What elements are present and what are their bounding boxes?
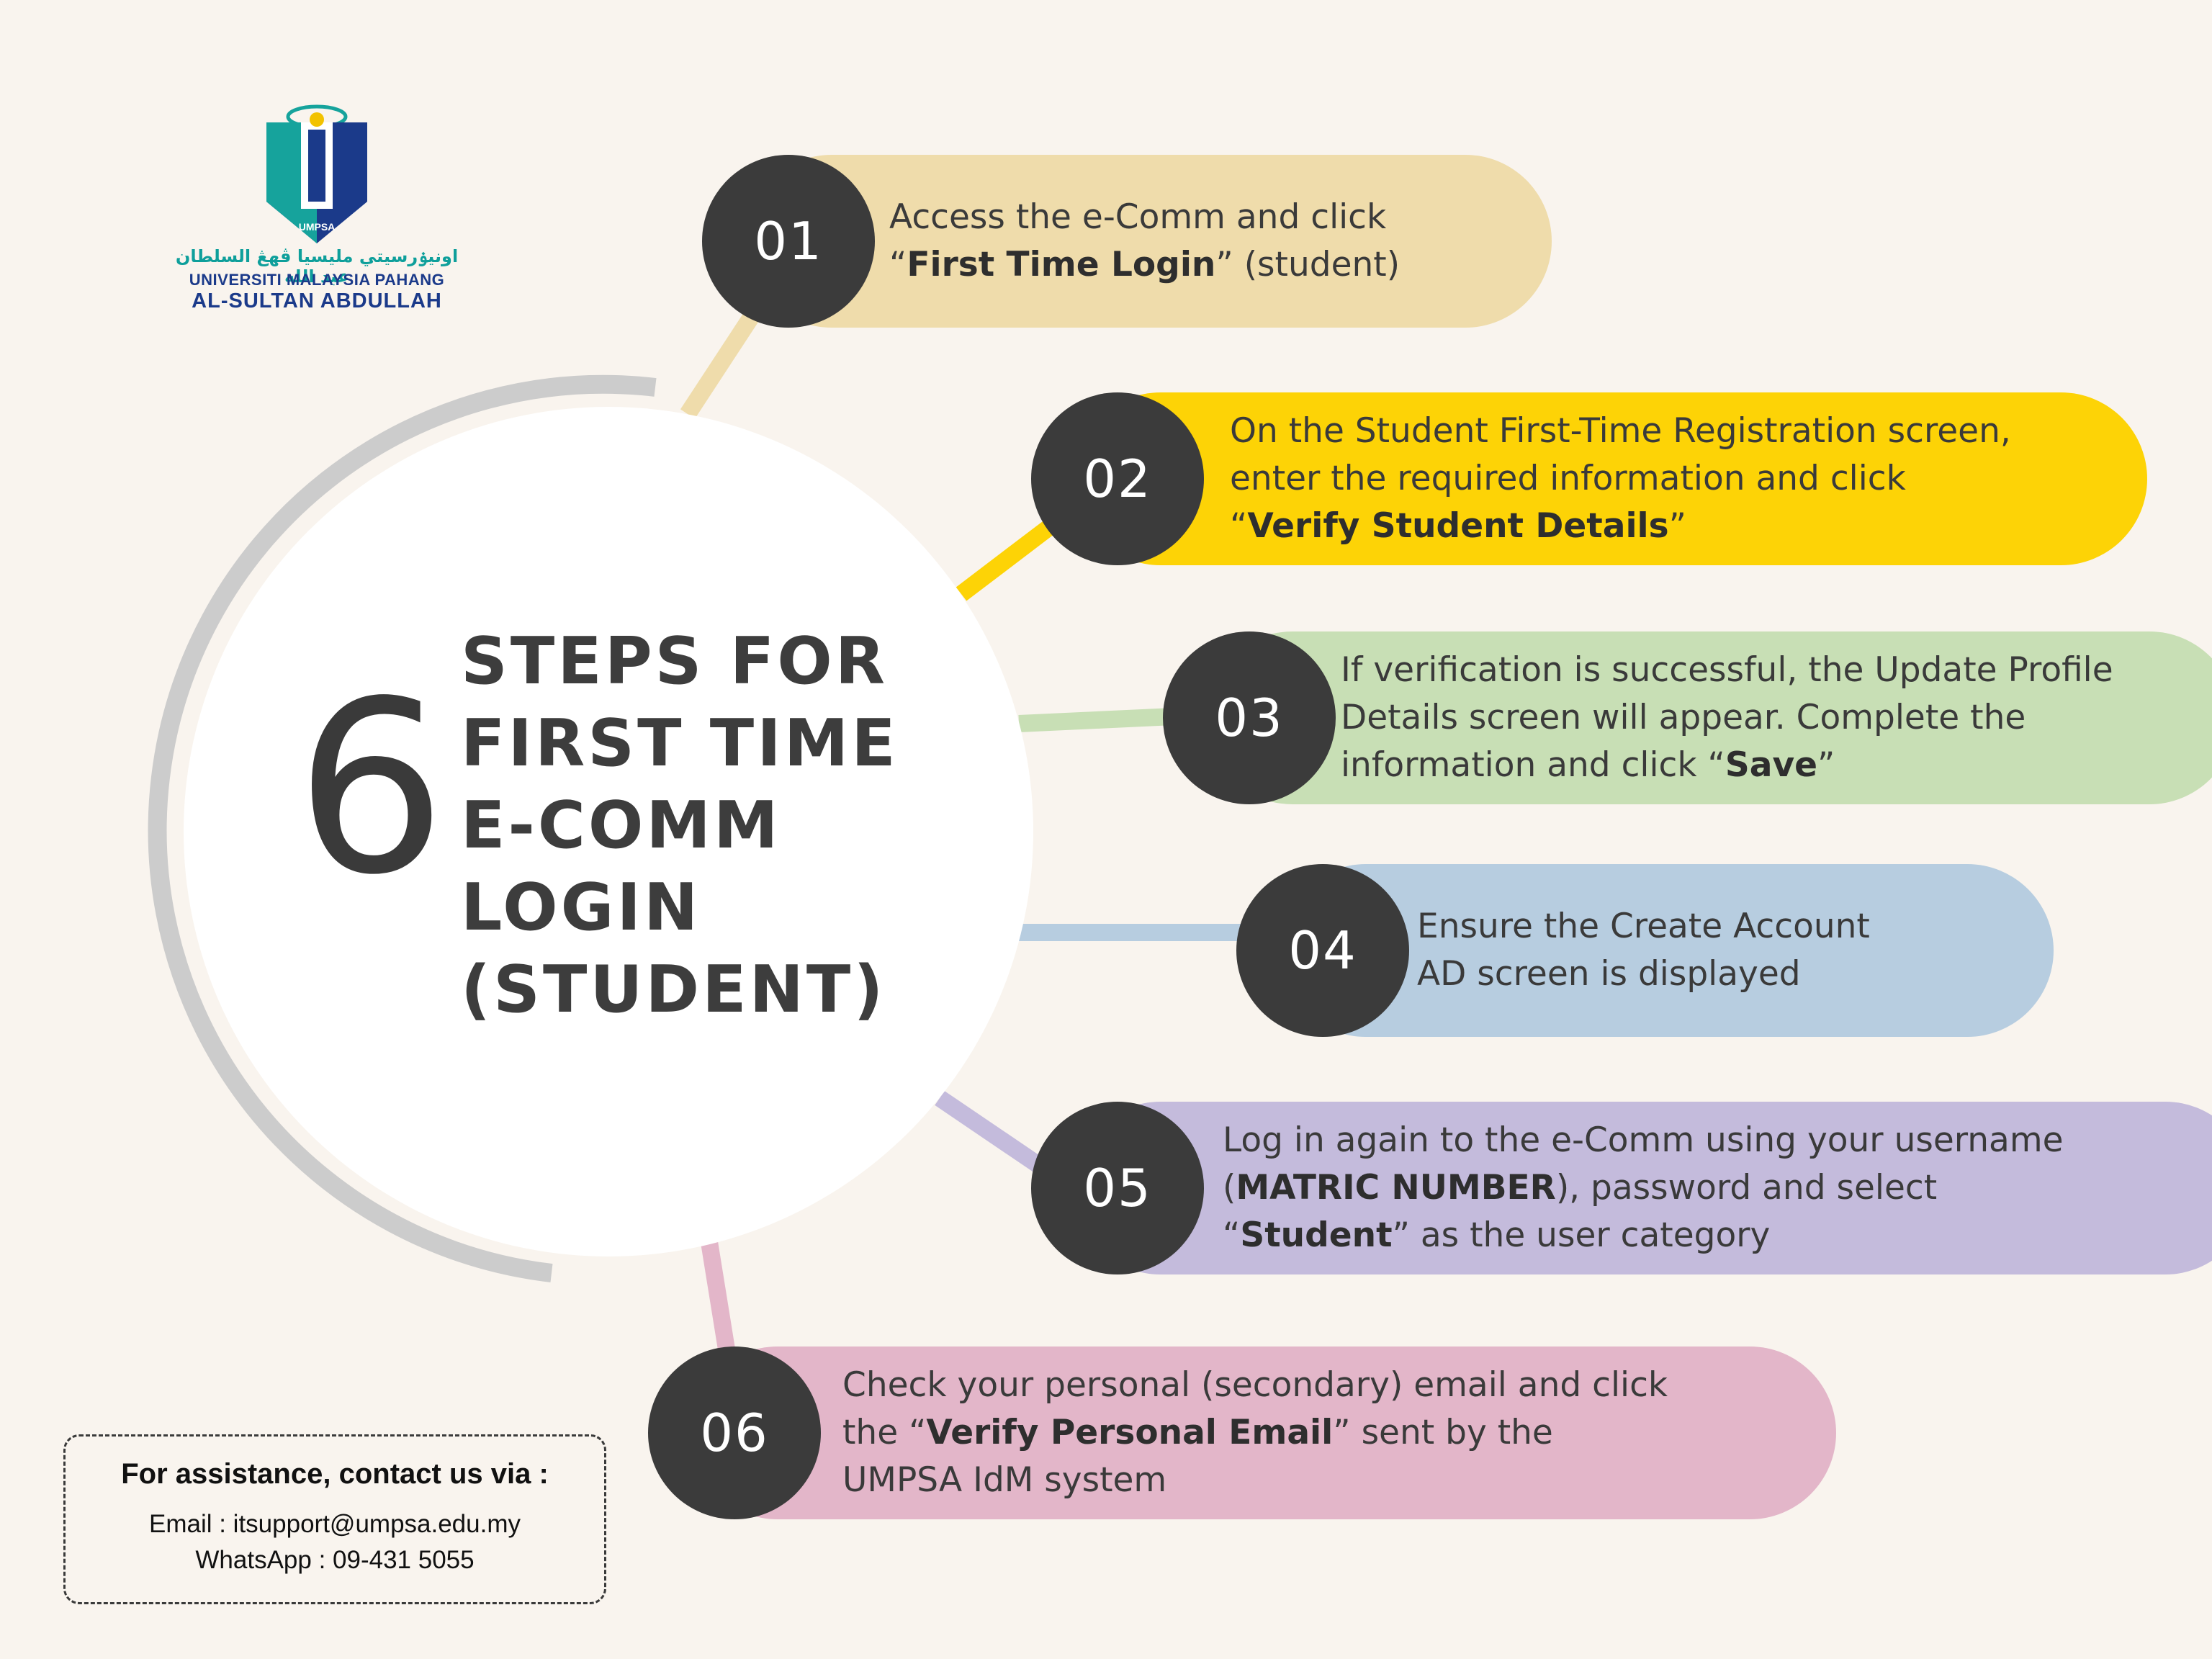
page-title: STEPS FOR FIRST TIME E-COMM LOGIN (STUDE… <box>461 621 907 1031</box>
title-line: E-COMM <box>461 788 781 863</box>
contact-whatsapp: WhatsApp : 09-431 5055 <box>195 1546 475 1574</box>
step-02-badge: 02 <box>1031 392 1204 565</box>
step-text-line: (MATRIC NUMBER), password and select <box>1223 1168 1938 1208</box>
step-text-line: Access the e-Comm and click <box>889 197 1387 237</box>
step-06-pill <box>691 1346 1836 1519</box>
title-line: FIRST TIME <box>461 706 899 781</box>
umpsa-logo: UMPSA اونيۏرسيتي مليسيا ڤهڠ السلطان عبد … <box>166 101 468 317</box>
step-01-badge: 01 <box>702 155 875 328</box>
connector-01 <box>680 305 764 419</box>
step-text-line: UMPSA IdM system <box>842 1460 1167 1500</box>
step-text-line: Check your personal (secondary) email an… <box>842 1365 1668 1405</box>
step-text-line: If verification is successful, the Updat… <box>1341 650 2113 690</box>
step-03-badge: 03 <box>1163 631 1336 804</box>
umpsa-shield-icon: UMPSA <box>266 104 367 243</box>
step-05-badge: 05 <box>1031 1102 1204 1274</box>
step-03-pill <box>1206 631 2212 804</box>
title-line: (STUDENT) <box>461 952 886 1028</box>
step-06-text: Check your personal (secondary) email an… <box>842 1362 1668 1504</box>
title-number: 6 <box>295 650 446 927</box>
step-text-line: enter the required information and click <box>1230 459 1906 498</box>
svg-text:UMPSA: UMPSA <box>299 221 336 233</box>
step-01-text: Access the e-Comm and click “First Time L… <box>889 194 1400 289</box>
step-text-line: the “Verify Personal Email” sent by the <box>842 1413 1553 1452</box>
connector-02 <box>956 518 1057 601</box>
step-02-text: On the Student First-Time Registration s… <box>1230 408 2011 550</box>
step-text-line: AD screen is displayed <box>1417 954 1801 994</box>
step-06-badge: 06 <box>648 1346 821 1519</box>
step-text-line: information and click “Save” <box>1341 745 1835 785</box>
step-text-line: “Verify Student Details” <box>1230 506 1686 546</box>
logo-arabic-text: اونيۏرسيتي مليسيا ڤهڠ السلطان عبد الله <box>175 246 459 287</box>
step-03-text: If verification is successful, the Updat… <box>1341 647 2113 789</box>
contact-title: For assistance, contact us via : <box>121 1458 549 1490</box>
step-04-badge: 04 <box>1236 864 1409 1037</box>
step-text-line: Log in again to the e-Comm using your us… <box>1223 1120 2064 1160</box>
connector-03 <box>1018 708 1174 732</box>
contact-box: For assistance, contact us via : Email :… <box>63 1434 606 1604</box>
step-text-line: “Student” as the user category <box>1223 1215 1771 1255</box>
step-05-pill <box>1074 1102 2212 1274</box>
step-01-pill <box>745 155 1552 328</box>
step-04-text: Ensure the Create Account AD screen is di… <box>1417 903 1870 998</box>
connector-06 <box>701 1241 736 1355</box>
step-text-line: Details screen will appear. Complete the <box>1341 698 2026 737</box>
title-line: STEPS FOR <box>461 624 889 699</box>
step-text-line: “First Time Login” (student) <box>889 245 1401 284</box>
connector-05 <box>935 1091 1046 1174</box>
contact-email: Email : itsupport@umpsa.edu.my <box>148 1510 521 1538</box>
step-text-line: On the Student First-Time Registration s… <box>1230 411 2011 451</box>
step-02-pill <box>1074 392 2147 565</box>
title-line: LOGIN <box>461 870 701 945</box>
logo-university-name: UNIVERSITI MALAYSIA PAHANG <box>189 271 445 289</box>
outer-arc-ring <box>148 374 657 1282</box>
main-circle <box>184 407 1033 1256</box>
step-text-line: Ensure the Create Account <box>1417 907 1870 946</box>
logo-university-suffix: AL-SULTAN ABDULLAH <box>192 289 442 313</box>
step-05-text: Log in again to the e-Comm using your us… <box>1223 1117 2064 1259</box>
